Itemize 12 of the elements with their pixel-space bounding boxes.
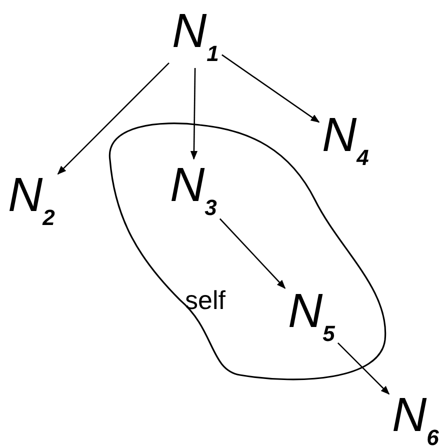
node-symbol: N$_{4}$	[322, 112, 369, 169]
node-symbol: N$_{5}$	[288, 288, 335, 345]
arrow	[190, 68, 198, 160]
node-symbol: N$_{6}$	[392, 392, 439, 448]
node-symbol: N$_{1}$	[172, 8, 219, 65]
node-symbol: N$_{3}$	[170, 162, 217, 219]
node-symbol: N$_{2}$	[8, 172, 55, 229]
arrow	[219, 218, 286, 289]
region-label: self	[185, 285, 226, 316]
arrow	[57, 62, 170, 175]
arrow	[222, 54, 320, 123]
arrow	[337, 342, 390, 395]
